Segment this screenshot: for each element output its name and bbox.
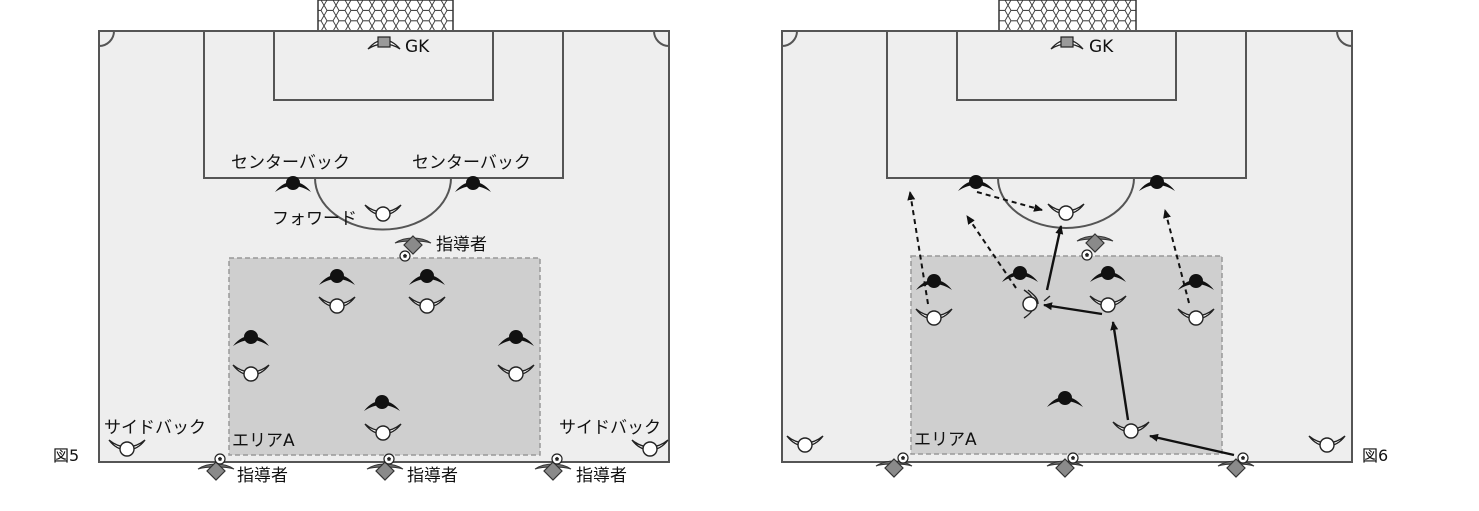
area-a [910,255,1223,455]
coach-icon [534,461,572,481]
corner-arc-left [781,30,798,47]
forward-label: フォワード [272,209,357,229]
center-back-left-label: センターバック [231,153,350,173]
corner-arc-right [653,30,670,47]
coach-icon [197,461,235,481]
corner-arc-right [1336,30,1353,47]
ball-icon [551,453,563,465]
pass-arrow [1110,321,1130,421]
gk-label: GK [405,37,430,57]
center-back-right-label: センターバック [412,153,531,173]
figure-5: GK センターバック センターバック フォワード 指導者 サイドバック サイドバ… [53,0,670,486]
ball-icon [1081,249,1093,261]
movement-arrow [976,191,1043,212]
movement-arrow [966,215,1017,289]
ball-icon [1067,452,1079,464]
ball-icon [214,453,226,465]
area-a-label: エリアA [914,430,977,450]
ball-icon [897,452,909,464]
ball-icon [383,453,395,465]
area-a [228,257,541,456]
pass-arrow [1043,302,1103,316]
figure-6-caption: 図6 [1362,446,1388,465]
pass-arrow [1045,225,1064,291]
penalty-arc [314,177,452,231]
side-back-left-label: サイドバック [104,418,206,438]
ball-icon [399,250,411,262]
figure-6: GK エリアA 図6 [781,0,1388,478]
goal-net [317,0,454,32]
movement-arrow [907,191,929,305]
movement-arrow [1163,209,1190,304]
corner-arc-left [98,30,115,47]
side-back-right-label: サイドバック [559,418,661,438]
coach-bottom-right-label: 指導者 [576,466,627,486]
coach-top-label: 指導者 [436,235,487,255]
area-a-label: エリアA [232,431,295,451]
goal-box [273,30,494,101]
gk-label: GK [1089,37,1114,57]
coach-bottom-left-label: 指導者 [237,466,288,486]
ball-icon [1237,452,1249,464]
pass-arrow [1149,433,1235,457]
figure-5-caption: 図5 [53,446,79,465]
goal-box [956,30,1177,101]
coach-bottom-center-label: 指導者 [407,466,458,486]
coach-icon [366,461,404,481]
goal-net [998,0,1137,32]
